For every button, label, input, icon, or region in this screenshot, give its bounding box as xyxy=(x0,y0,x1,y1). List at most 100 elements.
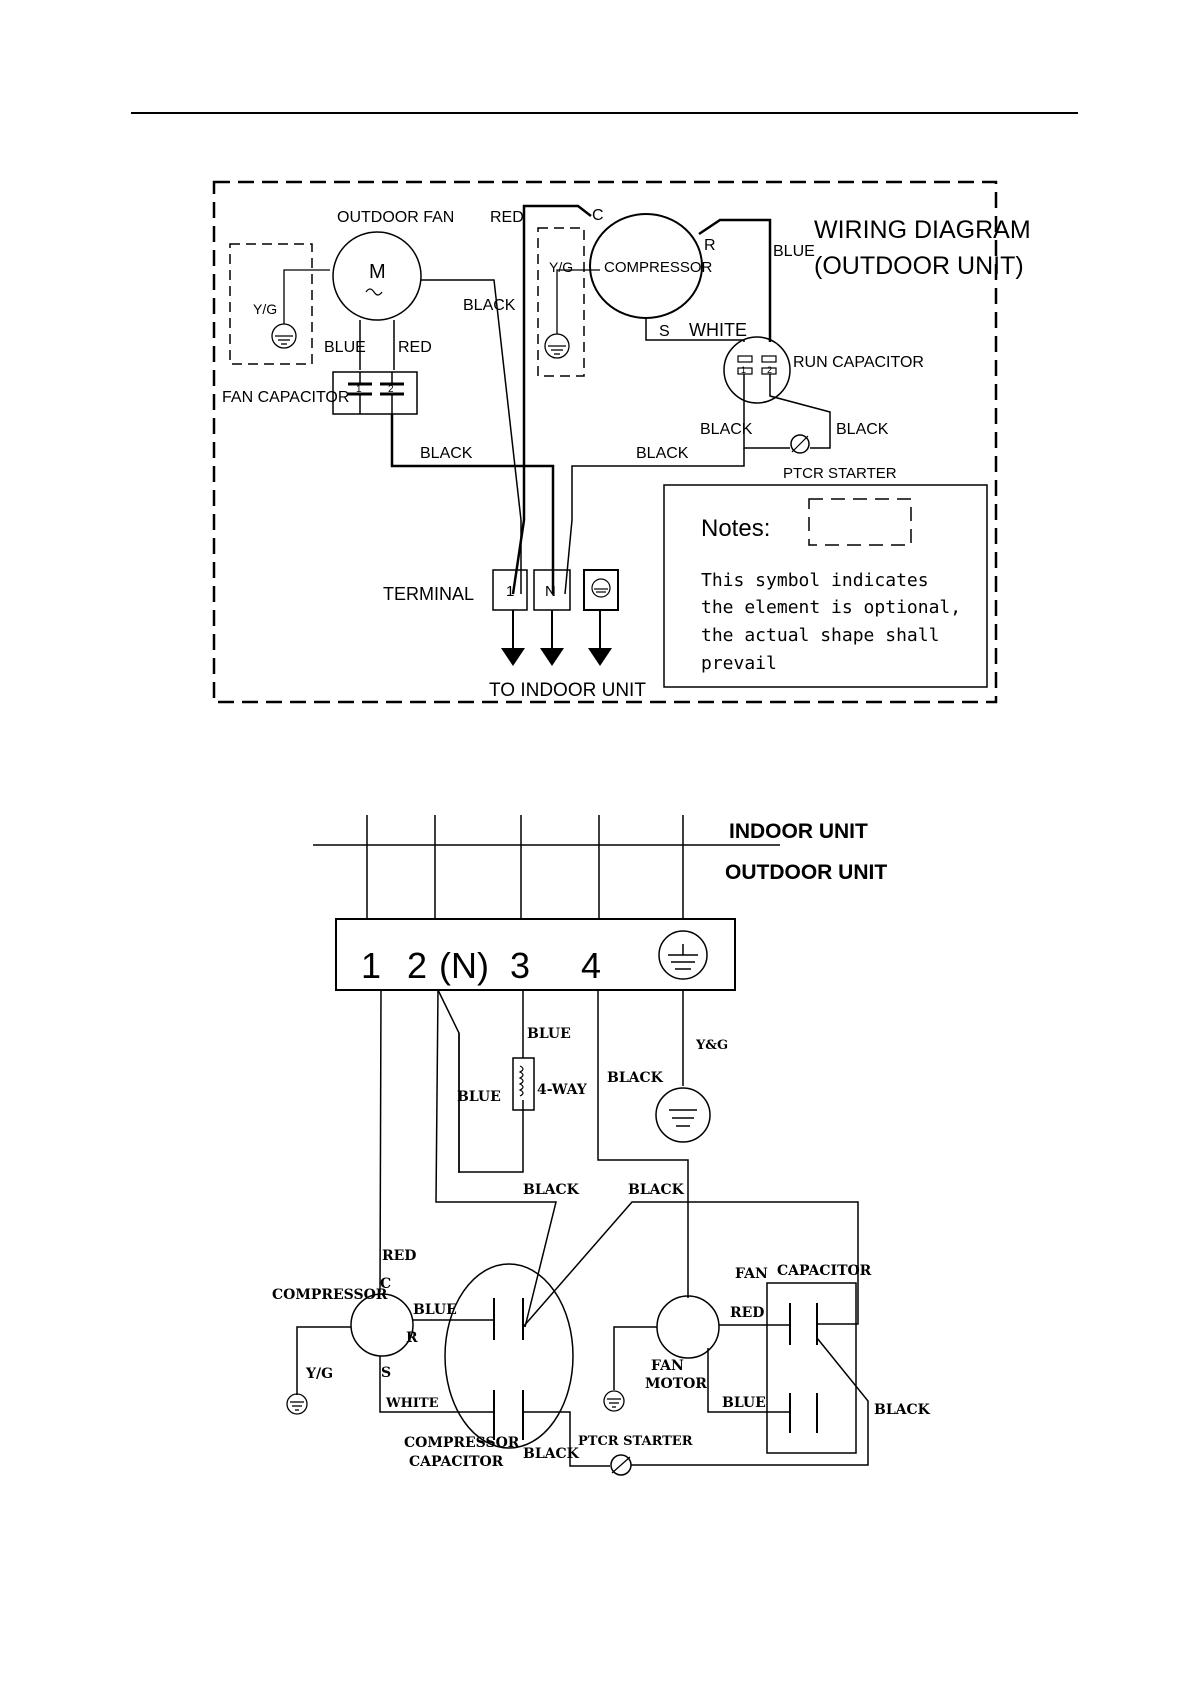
black-mid2-label: BLACK xyxy=(628,1182,685,1198)
terminal-1 xyxy=(492,569,528,611)
notes-title: Notes: xyxy=(701,515,770,542)
run-pin1: 1 xyxy=(741,365,746,375)
yg-ground-icon xyxy=(655,1087,711,1143)
s-label: S xyxy=(659,323,670,340)
run-capacitor-icon xyxy=(723,336,791,404)
ptcr-label: PTCR STARTER xyxy=(783,465,897,482)
black-mid-right-label: BLACK xyxy=(636,445,689,462)
black-t4-label: BLACK xyxy=(607,1070,664,1086)
notes-line3: the actual shape shall xyxy=(701,625,939,646)
compressor-label-2: COMPRESSOR xyxy=(272,1287,388,1303)
comp-cap-label1: COMPRESSOR xyxy=(404,1435,520,1451)
r-label: R xyxy=(704,237,716,254)
ptcr-label-2: PTCR STARTER xyxy=(578,1434,693,1449)
compressor-capacitor-icon xyxy=(444,1263,574,1449)
diagram1-labels: WIRING DIAGRAM (OUTDOOR UNIT) OUTDOOR FA… xyxy=(222,207,1031,701)
notes-box xyxy=(663,484,988,688)
fan-label: FAN xyxy=(735,1266,768,1282)
red-label: RED xyxy=(382,1248,416,1264)
terminal-4-num: 4 xyxy=(581,945,601,986)
four-way-valve-icon xyxy=(512,1057,535,1111)
black-mid1-label: BLACK xyxy=(523,1182,580,1198)
terminal-n-num: (N) xyxy=(439,945,489,986)
compressor-label: COMPRESSOR xyxy=(604,259,713,276)
white-label: WHITE xyxy=(689,320,747,340)
compressor-symbol xyxy=(350,1293,414,1357)
terminal-block xyxy=(335,918,736,991)
arrow-ground xyxy=(588,648,612,666)
yg-comp-label-2: Y/G xyxy=(305,1366,333,1382)
red-fan-label-2: RED xyxy=(730,1305,764,1321)
notes-optional-symbol xyxy=(808,498,912,546)
arrow-1 xyxy=(501,648,525,666)
diagram-frame xyxy=(212,180,998,704)
outdoor-unit-label: OUTDOOR UNIT xyxy=(725,861,887,884)
run-pin2: 2 xyxy=(767,365,772,375)
terminal-ground-icon xyxy=(591,578,611,598)
s-label-2: S xyxy=(381,1365,391,1381)
blue-comp-label: BLUE xyxy=(413,1302,457,1318)
fan-motor-label2: MOTOR xyxy=(645,1376,707,1392)
diagram1-title-line2: (OUTDOOR UNIT) xyxy=(814,252,1024,280)
black-bottom-label: BLACK xyxy=(523,1446,580,1462)
white-label-2: WHITE xyxy=(385,1396,439,1411)
black-run-right-label: BLACK xyxy=(836,421,889,438)
block-ground-icon xyxy=(658,930,708,980)
compressor-ground-icon xyxy=(286,1393,308,1415)
diagram1-title-line1: WIRING DIAGRAM xyxy=(814,216,1031,244)
ground-icon xyxy=(271,269,330,349)
fan-motor-icon xyxy=(332,231,422,321)
black-fan-label: BLACK xyxy=(463,297,516,314)
terminal-3-num: 3 xyxy=(510,945,530,986)
ptcr-starter-icon xyxy=(790,434,810,454)
yg-label: Y&G xyxy=(695,1038,728,1053)
to-indoor-label: TO INDOOR UNIT xyxy=(489,680,646,701)
cap-pin1: 1 xyxy=(356,384,362,395)
cap-pin2: 2 xyxy=(388,384,394,395)
fan-motor-label1: FAN xyxy=(651,1358,684,1374)
four-way-label: 4-WAY xyxy=(537,1082,588,1098)
notes-line4: prevail xyxy=(701,653,777,674)
black-run-left-label: BLACK xyxy=(700,421,753,438)
comp-cap-label2: CAPACITOR xyxy=(409,1454,504,1470)
fan-motor-ground-icon xyxy=(603,1390,625,1412)
fan-capacitor-label: FAN CAPACITOR xyxy=(222,389,349,406)
yg-comp-label: Y/G xyxy=(549,259,573,275)
motor-symbol: M xyxy=(369,261,386,283)
optional-compressor-ground-box xyxy=(537,227,585,377)
blue-top-label: BLUE xyxy=(773,243,815,260)
c-label-2: C xyxy=(380,1276,391,1292)
outdoor-wiring-diagram xyxy=(212,180,998,704)
compressor-ground-icon xyxy=(544,269,600,359)
terminal-2-num: 2 xyxy=(407,945,427,986)
terminal-ground xyxy=(583,569,619,611)
yg-left-label: Y/G xyxy=(253,301,277,317)
red-top-label: RED xyxy=(490,209,524,226)
outdoor-fan-label: OUTDOOR FAN xyxy=(337,209,454,226)
notes-line2: the element is optional, xyxy=(701,597,961,618)
terminal-n-label: N xyxy=(545,583,556,600)
notes-line1: This symbol indicates xyxy=(701,570,929,591)
schematic-diagram xyxy=(286,815,869,1476)
terminal-label: TERMINAL xyxy=(383,584,474,604)
black-mid-left-label: BLACK xyxy=(420,445,473,462)
terminal-1-label: 1 xyxy=(506,583,514,600)
c-label: C xyxy=(592,207,604,224)
optional-ground-box xyxy=(229,243,313,365)
r-label-2: R xyxy=(406,1330,418,1346)
fan-capacitor-rect xyxy=(766,1282,857,1454)
blue-fan-label-2: BLUE xyxy=(722,1395,766,1411)
black-right-label: BLACK xyxy=(874,1402,931,1418)
terminal-1-num: 1 xyxy=(361,945,381,986)
arrow-n xyxy=(540,648,564,666)
blue-4way-label: BLUE xyxy=(527,1026,571,1042)
capacitor-label: CAPACITOR xyxy=(777,1263,872,1279)
run-capacitor-label: RUN CAPACITOR xyxy=(793,354,924,371)
indoor-unit-label: INDOOR UNIT xyxy=(729,820,868,843)
red-fan-label: RED xyxy=(398,339,432,356)
blue-fan-label: BLUE xyxy=(324,339,366,356)
fan-capacitor-box xyxy=(332,371,418,415)
diagram2-labels: INDOOR UNIT OUTDOOR UNIT 1 2 (N) 3 4 BLU… xyxy=(272,820,931,1470)
fan-motor-symbol xyxy=(656,1295,720,1359)
